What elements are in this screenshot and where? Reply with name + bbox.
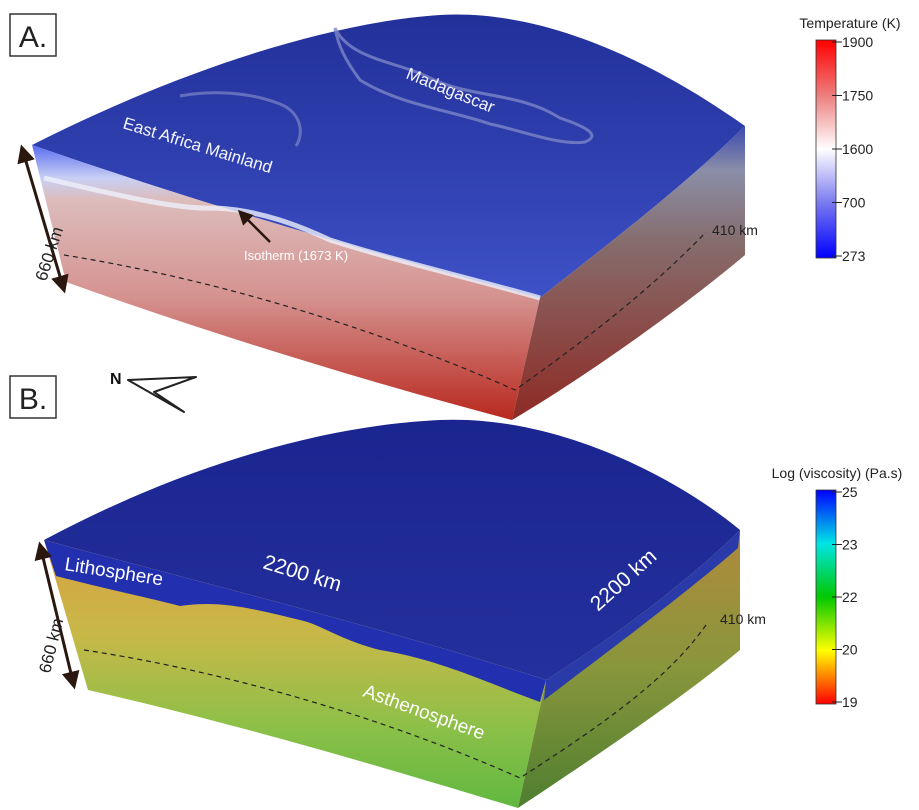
isotherm-label: Isotherm (1673 K) xyxy=(244,248,348,263)
temperature-colorbar-ticks: 1900 1750 1600 700 273 xyxy=(832,34,873,264)
panel-b-label-box xyxy=(9,375,57,419)
viscosity-tick-label: 25 xyxy=(842,484,858,500)
panel-b-block-top xyxy=(44,419,740,680)
viscosity-colorbar-ticks: 25 23 22 20 19 xyxy=(832,484,858,710)
temperature-tick-label: 1900 xyxy=(842,34,873,50)
panel-b-side-lithosphere xyxy=(544,530,740,700)
panel-a-block-front xyxy=(32,145,540,420)
viscosity-tick-label: 23 xyxy=(842,537,858,553)
temperature-tick-label: 273 xyxy=(842,248,866,264)
isotherm-band xyxy=(43,175,541,301)
north-arrow: N xyxy=(110,371,197,413)
panel-a-label: A. xyxy=(19,21,47,54)
panel-b-block-side xyxy=(518,530,740,808)
madagascar-outline xyxy=(333,27,594,145)
mainland-outline xyxy=(179,91,302,147)
panel-b-depth-arrow xyxy=(34,541,80,690)
panel-a-410-label: 410 km xyxy=(712,222,758,238)
panel-a-block-top xyxy=(32,14,745,299)
panel-b-label: B. xyxy=(19,383,47,416)
panel-a-410-line xyxy=(63,231,707,391)
panel-b-block-front xyxy=(44,540,546,808)
viscosity-tick-label: 22 xyxy=(842,589,858,605)
viscosity-tick-label: 19 xyxy=(842,694,858,710)
panel-b: B. Lithosphere 2200 km 2200 km Asthenosp… xyxy=(9,375,903,808)
panel-a: A. Madagascar East Africa Mainland Isoth… xyxy=(9,13,901,420)
viscosity-tick-label: 20 xyxy=(842,642,858,658)
viscosity-colorbar-title: Log (viscosity) (Pa.s) xyxy=(772,465,903,481)
temperature-tick-label: 1750 xyxy=(842,88,873,104)
north-arrow-icon xyxy=(127,376,197,413)
temperature-tick-label: 1600 xyxy=(842,141,873,157)
panel-b-depth-label: 660 km xyxy=(35,616,67,675)
north-label: N xyxy=(110,371,122,388)
temperature-tick-label: 700 xyxy=(842,195,866,211)
panel-a-block-side xyxy=(512,126,745,420)
temperature-colorbar-title: Temperature (K) xyxy=(799,15,900,31)
panel-a-depth-arrow xyxy=(17,144,69,294)
lithosphere-band xyxy=(44,540,546,702)
panel-b-410-line xyxy=(83,624,707,779)
panel-a-label-box xyxy=(9,13,57,57)
panel-b-410-label: 410 km xyxy=(720,611,766,627)
isotherm-arrow xyxy=(237,209,271,243)
